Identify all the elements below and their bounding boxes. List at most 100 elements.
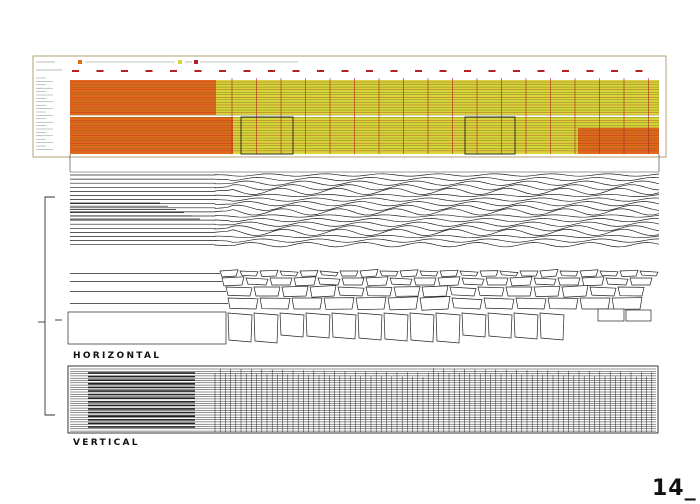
- wave-line: [70, 193, 660, 198]
- column-tick: [317, 70, 324, 72]
- column-tick: [145, 70, 153, 72]
- block-segment: [387, 296, 419, 311]
- block-segment: [589, 286, 617, 297]
- square-swatch-icon: [194, 60, 198, 64]
- block-segment: [253, 286, 281, 297]
- block-segment: [413, 277, 437, 286]
- block-segment: [305, 312, 331, 339]
- column-tick: [415, 70, 422, 72]
- block-segment: [357, 312, 383, 341]
- block-segment: [449, 286, 477, 297]
- block-segment: [579, 269, 599, 278]
- block-segment: [339, 270, 359, 277]
- block-segment: [547, 297, 579, 310]
- square-swatch-icon: [178, 60, 182, 64]
- column-tick: [341, 70, 349, 72]
- block-segment: [225, 286, 253, 297]
- column-tick: [390, 70, 398, 72]
- block-segment: [227, 297, 259, 310]
- block-segment: [281, 285, 309, 297]
- block-segment: [439, 269, 459, 277]
- block-segment: [437, 276, 461, 287]
- column-tick: [96, 70, 104, 72]
- wave-line: [70, 238, 660, 243]
- wave-line: [70, 187, 660, 195]
- block-segment: [557, 277, 581, 286]
- wave-line: [70, 218, 660, 223]
- block-segment: [505, 286, 533, 297]
- vertical-label: VERTICAL: [73, 438, 140, 448]
- column-tick: [292, 70, 300, 72]
- wave-line: [70, 204, 660, 211]
- block-segment: [539, 269, 559, 278]
- block-segment: [299, 270, 319, 277]
- yellow-field-bottom-right: [578, 117, 659, 128]
- column-tick: [268, 70, 275, 72]
- highlight-box: [464, 116, 516, 155]
- wave-line: [70, 228, 660, 236]
- block-segment: [581, 276, 605, 287]
- sheet-header-text: [36, 61, 62, 71]
- highlight-box: [240, 116, 294, 155]
- wave-line: [70, 184, 660, 191]
- block-segment: [435, 312, 461, 344]
- block-segment: [319, 270, 339, 277]
- block-segment: [419, 270, 439, 277]
- block-segment: [279, 270, 299, 277]
- column-tick: [366, 70, 373, 72]
- column-tick: [611, 70, 618, 72]
- block-segment: [561, 285, 589, 298]
- block-segment: [245, 277, 269, 286]
- block-segment: [459, 270, 479, 277]
- block-segment: [219, 269, 239, 278]
- horizontal-block-diagram: [67, 269, 659, 345]
- wave-line: [70, 180, 660, 186]
- column-tick: [513, 70, 520, 72]
- block-segment: [419, 296, 451, 311]
- wave-line: [70, 177, 660, 182]
- sheet-legend: [78, 60, 298, 64]
- block-segment: [337, 286, 365, 297]
- block-segment: [365, 286, 393, 297]
- column-tick: [562, 70, 569, 72]
- block-segment: [421, 285, 449, 298]
- block-segment: [309, 285, 337, 298]
- wave-line: [70, 214, 660, 218]
- block-segment: [617, 286, 645, 297]
- block-segment: [605, 277, 629, 286]
- block-segment: [293, 276, 317, 287]
- block-segment: [597, 308, 625, 322]
- vertical-diagram: [67, 365, 659, 434]
- block-segment: [359, 269, 379, 278]
- block-segment: [461, 277, 485, 286]
- wave-line: [70, 197, 660, 202]
- column-tick: [72, 70, 79, 72]
- block-segment: [253, 312, 279, 344]
- block-segment: [509, 276, 533, 287]
- column-tick: [537, 70, 545, 72]
- column-tick: [219, 70, 226, 72]
- block-segment: [269, 277, 293, 286]
- block-segment: [389, 277, 413, 286]
- block-segment: [379, 270, 399, 277]
- color-analysis-sheet: [32, 55, 667, 173]
- column-tick: [635, 70, 643, 72]
- block-segment: [259, 269, 279, 277]
- block-segment: [291, 297, 323, 310]
- block-segment: [279, 312, 305, 338]
- wave-line: [70, 221, 660, 227]
- block-segment: [499, 270, 519, 277]
- block-segment: [461, 312, 487, 338]
- block-segment: [485, 277, 509, 286]
- column-tick: [439, 70, 447, 72]
- block-segment: [323, 297, 355, 310]
- wave-line: [70, 225, 660, 232]
- wave-line: [70, 201, 660, 207]
- large-block: [67, 311, 227, 345]
- horizontal-wave-lines: [70, 173, 660, 248]
- wave-line: [70, 234, 660, 239]
- column-tick: [170, 70, 177, 72]
- block-segment: [559, 270, 579, 277]
- block-segment: [477, 286, 505, 297]
- horizontal-label: HORIZONTAL: [73, 351, 161, 361]
